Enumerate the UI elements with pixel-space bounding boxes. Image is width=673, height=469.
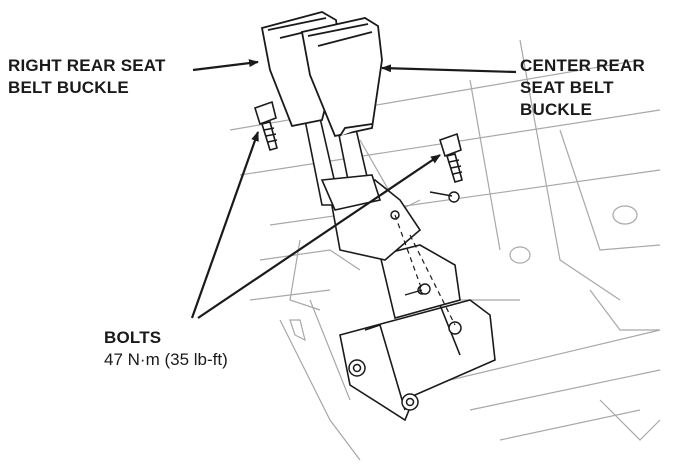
right-buckle-label-line2: BELT BUCKLE <box>8 78 129 97</box>
small-screws <box>404 191 460 296</box>
alignment-dashes <box>394 214 456 326</box>
bolts-torque-spec: 47 N·m (35 lb-ft) <box>104 350 228 369</box>
bolts-label: BOLTS <box>104 328 162 347</box>
bolt-left <box>254 100 278 151</box>
center-buckle-label-line3: BUCKLE <box>520 100 593 119</box>
mount-bracket <box>329 179 496 422</box>
leader-lines <box>190 59 517 319</box>
center-buckle-label-line1: CENTER REAR <box>520 56 645 75</box>
right-buckle-callout: RIGHT REAR SEAT BELT BUCKLE <box>8 55 166 99</box>
bolt-right <box>439 132 463 183</box>
center-buckle-label-line2: SEAT BELT <box>520 78 614 97</box>
bolts-callout: BOLTS 47 N·m (35 lb-ft) <box>104 327 228 371</box>
right-buckle-label-line1: RIGHT REAR SEAT <box>8 56 166 75</box>
center-buckle-callout: CENTER REAR SEAT BELT BUCKLE <box>520 55 645 121</box>
center-rear-seat-belt-buckle <box>300 17 383 138</box>
